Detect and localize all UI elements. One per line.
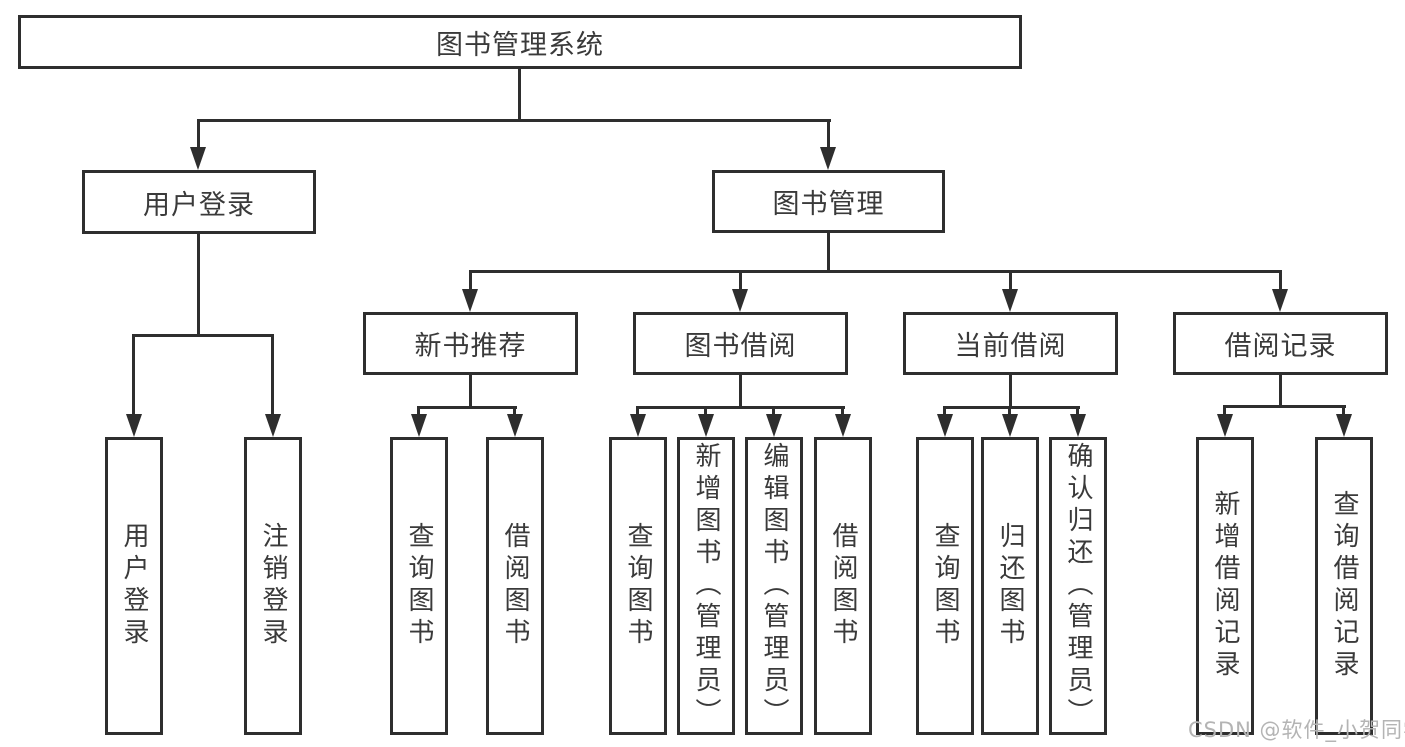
leaf-confirm-return-admin-label: 确认归还（管理员） <box>1063 442 1093 730</box>
leaf-add-borrow-record-label: 新增借阅记录 <box>1210 490 1240 682</box>
node-book-management: 图书管理 <box>712 170 945 233</box>
arrow-down-icon <box>462 289 478 312</box>
connector-root-left-drop <box>197 119 200 150</box>
connector-borrow-stem <box>739 375 742 408</box>
arrow-down-icon <box>766 414 782 437</box>
leaf-search-books-1: 查询图书 <box>390 437 448 735</box>
connector-mgmt-drop <box>469 270 472 292</box>
arrow-down-icon <box>265 414 281 437</box>
node-borrow-records-label: 借阅记录 <box>1224 331 1337 362</box>
node-root: 图书管理系统 <box>18 15 1022 69</box>
leaf-confirm-return-admin: 确认归还（管理员） <box>1049 437 1107 735</box>
leaf-return-book-label: 归还图书 <box>995 522 1025 650</box>
node-book-borrow-label: 图书借阅 <box>684 331 797 362</box>
leaf-search-books-3: 查询图书 <box>916 437 974 735</box>
leaf-edit-book-admin: 编辑图书（管理员） <box>745 437 803 735</box>
arrow-down-icon <box>411 414 427 437</box>
leaf-add-book-admin-label: 新增图书（管理员） <box>691 442 721 730</box>
node-root-label: 图书管理系统 <box>436 29 604 61</box>
connector-login-stem <box>197 234 200 337</box>
leaf-add-book-admin: 新增图书（管理员） <box>677 437 735 735</box>
leaf-search-books-2-label: 查询图书 <box>623 522 653 650</box>
leaf-user-login-label: 用户登录 <box>119 522 149 650</box>
leaf-search-books-1-label: 查询图书 <box>404 522 434 650</box>
arrow-down-icon <box>698 414 714 437</box>
connector-mgmt-drop <box>739 270 742 292</box>
connector-login-drop <box>271 334 274 416</box>
connector-login-hbar <box>132 334 274 337</box>
connector-mgmt-stem <box>827 233 830 272</box>
leaf-borrow-books-1-label: 借阅图书 <box>500 522 530 650</box>
leaf-logout-label: 注销登录 <box>258 522 288 650</box>
connector-root-hbar <box>197 119 831 122</box>
arrow-down-icon <box>1002 414 1018 437</box>
connector-borrow-drop <box>704 406 707 416</box>
connector-current-drop <box>1076 406 1079 416</box>
connector-records-drop <box>1223 405 1226 416</box>
leaf-search-borrow-record-label: 查询借阅记录 <box>1329 490 1359 682</box>
node-user-login: 用户登录 <box>82 170 316 234</box>
connector-recommend-hbar <box>417 406 517 409</box>
leaf-search-books-2: 查询图书 <box>609 437 667 735</box>
connector-root-right-drop <box>827 119 830 150</box>
arrow-down-icon <box>732 289 748 312</box>
arrow-down-icon <box>1070 414 1086 437</box>
arrow-down-icon <box>937 414 953 437</box>
arrow-down-icon <box>126 414 142 437</box>
arrow-down-icon <box>190 147 206 170</box>
csdn-watermark: CSDN @软件_小贺同学 <box>1188 718 1405 742</box>
arrow-down-icon <box>1336 414 1352 437</box>
connector-borrow-hbar <box>636 406 845 409</box>
connector-root-stem <box>518 68 521 122</box>
node-book-borrow: 图书借阅 <box>633 312 848 375</box>
leaf-borrow-books-2: 借阅图书 <box>814 437 872 735</box>
leaf-borrow-books-1: 借阅图书 <box>486 437 544 735</box>
connector-current-hbar <box>943 406 1080 409</box>
connector-recommend-stem <box>469 375 472 408</box>
node-book-management-label: 图书管理 <box>772 189 885 220</box>
node-new-book-recommend: 新书推荐 <box>363 312 578 375</box>
connector-borrow-drop <box>772 406 775 416</box>
leaf-return-book: 归还图书 <box>981 437 1039 735</box>
arrow-down-icon <box>820 147 836 170</box>
arrow-down-icon <box>1002 289 1018 312</box>
connector-recommend-drop <box>513 406 516 416</box>
connector-current-stem <box>1009 375 1012 408</box>
connector-mgmt-drop <box>1009 270 1012 292</box>
connector-records-drop <box>1342 405 1345 416</box>
leaf-user-login: 用户登录 <box>105 437 163 735</box>
connector-current-drop <box>1008 406 1011 416</box>
node-current-borrow: 当前借阅 <box>903 312 1118 375</box>
leaf-borrow-books-2-label: 借阅图书 <box>828 522 858 650</box>
leaf-add-borrow-record: 新增借阅记录 <box>1196 437 1254 735</box>
leaf-edit-book-admin-label: 编辑图书（管理员） <box>759 442 789 730</box>
leaf-search-borrow-record: 查询借阅记录 <box>1315 437 1373 735</box>
arrow-down-icon <box>1217 414 1233 437</box>
connector-login-drop <box>132 334 135 416</box>
connector-recommend-drop <box>417 406 420 416</box>
connector-records-hbar <box>1223 405 1346 408</box>
connector-current-drop <box>943 406 946 416</box>
node-new-book-recommend-label: 新书推荐 <box>414 331 527 362</box>
arrow-down-icon <box>835 414 851 437</box>
node-borrow-records: 借阅记录 <box>1173 312 1388 375</box>
node-user-login-label: 用户登录 <box>143 189 255 221</box>
connector-records-stem <box>1279 375 1282 407</box>
connector-borrow-drop <box>841 406 844 416</box>
arrow-down-icon <box>630 414 646 437</box>
arrow-down-icon <box>1272 289 1288 312</box>
connector-mgmt-drop <box>1279 270 1282 292</box>
leaf-search-books-3-label: 查询图书 <box>930 522 960 650</box>
connector-mgmt-hbar <box>469 270 1281 273</box>
node-current-borrow-label: 当前借阅 <box>954 331 1067 362</box>
leaf-logout: 注销登录 <box>244 437 302 735</box>
arrow-down-icon <box>507 414 523 437</box>
connector-borrow-drop <box>636 406 639 416</box>
